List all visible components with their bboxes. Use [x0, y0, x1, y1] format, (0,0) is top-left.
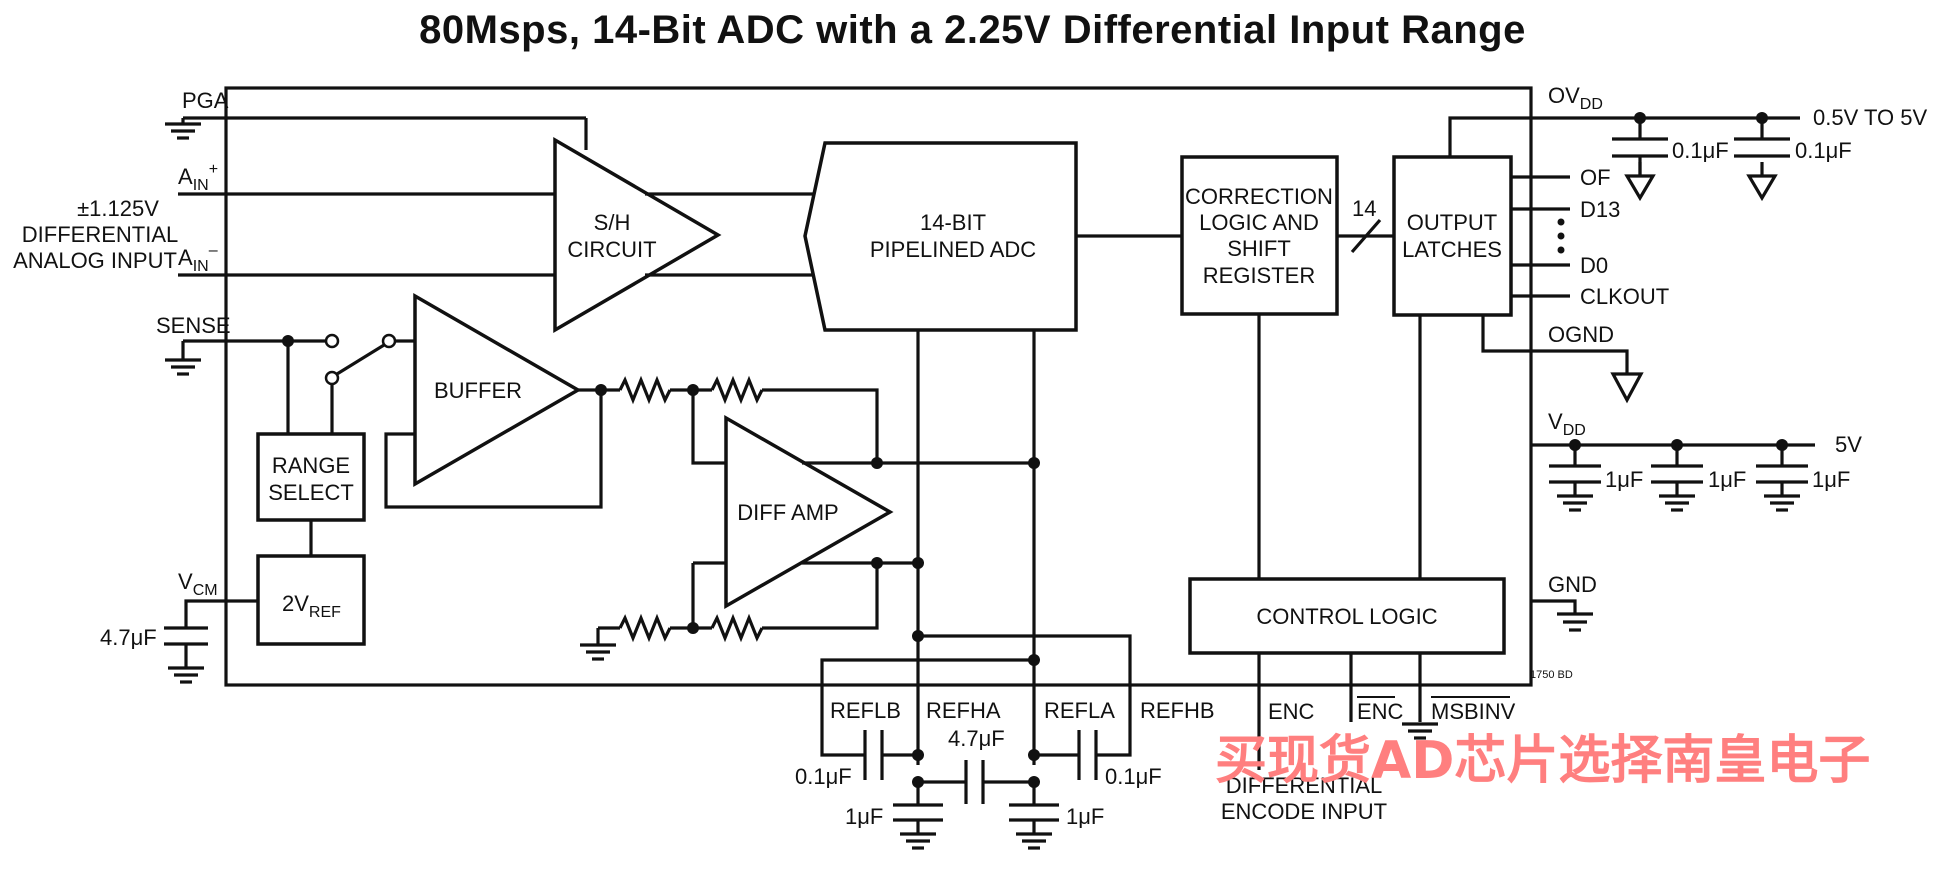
ognd-ground-icon [1610, 372, 1644, 404]
vcm-cap-icon [164, 626, 208, 684]
pin-pga: PGA [182, 88, 229, 113]
pin-of: OF [1580, 165, 1611, 190]
encode-input-label-2: ENCODE INPUT [1221, 799, 1387, 824]
resistor-3-icon [618, 613, 672, 643]
pin-sense: SENSE [156, 313, 231, 338]
reference-label: 2VREF [282, 591, 341, 621]
ovdd-cap-1-icon [1612, 118, 1668, 200]
reference-block [256, 554, 366, 646]
output-latches-block [1392, 155, 1513, 317]
ellipsis-dots [1557, 218, 1565, 254]
pin-reflb: REFLB [830, 698, 901, 723]
chip-outline [224, 86, 1533, 687]
pin-vdd: VDD [1548, 409, 1586, 439]
resistor-ground-icon [580, 628, 616, 661]
pin-d0: D0 [1580, 253, 1608, 278]
ref-left-small-cap-label: 0.1μF [795, 764, 852, 789]
bus-slash [1350, 218, 1382, 254]
pin-ain-minus: AIN– [178, 242, 218, 275]
pin-msbinv: MSBINV [1431, 699, 1516, 724]
sh-label-1: S/H [594, 210, 631, 235]
sense-ground-icon [165, 341, 201, 376]
vdd-cap-1-icon [1549, 445, 1601, 512]
buffer-label: BUFFER [434, 378, 522, 403]
vdd-cap-3-label: 1μF [1812, 467, 1850, 492]
ovdd-cap-1-label: 0.1μF [1672, 138, 1729, 163]
ref-right-big-cap-icon [1009, 782, 1059, 850]
pin-ain-plus: AIN+ [178, 161, 218, 194]
vcm-cap-label: 4.7μF [100, 625, 157, 650]
bus-width-label: 14 [1352, 196, 1376, 221]
pin-vcm: VCM [178, 569, 218, 599]
buffer-block [413, 292, 582, 488]
ovdd-range-label: 0.5V TO 5V [1813, 105, 1927, 130]
adc-label-1: 14-BIT [920, 210, 986, 235]
pin-gnd: GND [1548, 572, 1597, 597]
ref-left-big-cap-icon [893, 782, 943, 850]
correction-label-2: LOGIC AND [1199, 210, 1319, 235]
vdd-cap-1-label: 1μF [1605, 467, 1643, 492]
vdd-cap-3-icon [1756, 445, 1808, 512]
msbinv-ground-icon [1402, 722, 1438, 740]
part-code-label: 1750 BD [1530, 669, 1573, 681]
pin-refhb: REFHB [1140, 698, 1215, 723]
resistor-2-icon [710, 375, 764, 405]
range-select-block [256, 432, 366, 522]
sh-label-2: CIRCUIT [567, 237, 656, 262]
latches-label-2: LATCHES [1402, 237, 1502, 262]
ref-left-big-cap-label: 1μF [845, 804, 883, 829]
correction-label-4: REGISTER [1203, 263, 1315, 288]
correction-label-3: SHIFT [1227, 236, 1291, 261]
adc-label-2: PIPELINED ADC [870, 237, 1036, 262]
pin-enc: ENC [1268, 699, 1315, 724]
pga-ground-icon [165, 116, 588, 150]
control-logic-label: CONTROL LOGIC [1256, 604, 1437, 629]
range-label-2: SELECT [268, 480, 354, 505]
diff-amp-label: DIFF AMP [737, 500, 838, 525]
input-range-label-3: ANALOG INPUT [13, 248, 177, 273]
correction-label-1: CORRECTION [1185, 184, 1333, 209]
pin-ovdd: OVDD [1548, 83, 1603, 113]
pin-clkout: CLKOUT [1580, 284, 1669, 309]
input-range-label: ±1.125V [77, 196, 159, 221]
range-label-1: RANGE [272, 453, 350, 478]
pin-enc-bar: ENC [1357, 699, 1404, 724]
resistor-1-icon [618, 375, 672, 405]
ref-right-big-cap-label: 1μF [1066, 804, 1104, 829]
encode-input-label-1: DIFFERENTIAL [1226, 773, 1382, 798]
vdd-cap-2-icon [1651, 445, 1703, 512]
ovdd-cap-2-icon [1734, 118, 1790, 200]
vdd-value-label: 5V [1835, 432, 1862, 457]
vdd-cap-2-label: 1μF [1708, 467, 1746, 492]
pin-refha: REFHA [926, 698, 1001, 723]
diff-amp-block [724, 414, 894, 610]
diagram-title: 80Msps, 14-Bit ADC with a 2.25V Differen… [419, 8, 1526, 52]
watermark-text: 买现货AD芯片选择南皇电子 [1215, 731, 1871, 791]
latches-label-1: OUTPUT [1407, 210, 1497, 235]
control-logic-block [1188, 577, 1506, 655]
input-range-label-2: DIFFERENTIAL [22, 222, 178, 247]
gnd-ground-icon [1557, 612, 1593, 632]
correction-logic-block [1180, 155, 1339, 316]
resistor-4-icon [710, 613, 764, 643]
pin-d13: D13 [1580, 197, 1620, 222]
pipelined-adc-block [803, 141, 1078, 332]
ovdd-cap-2-label: 0.1μF [1795, 138, 1852, 163]
pin-refla: REFLA [1044, 698, 1115, 723]
ref-mid-cap-label: 4.7μF [948, 726, 1005, 751]
ref-right-small-cap-label: 0.1μF [1105, 764, 1162, 789]
sh-circuit-block [553, 136, 722, 334]
range-switch-icon [336, 343, 385, 376]
pin-ognd: OGND [1548, 322, 1614, 347]
